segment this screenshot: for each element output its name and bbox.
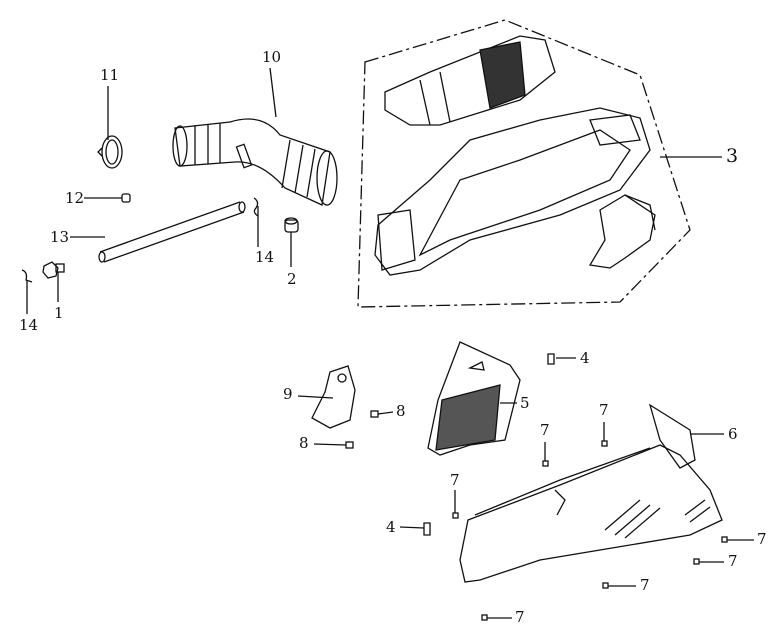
- callout-5: 5: [520, 394, 530, 412]
- part-14-clip: [21, 197, 259, 283]
- callout-2: 2: [287, 270, 297, 288]
- part-1-fitting: [42, 261, 65, 279]
- part-10-intake-hose: [172, 118, 338, 206]
- callout-7: 7: [450, 471, 460, 489]
- callout-6: 6: [728, 425, 738, 443]
- callout-7: 7: [757, 530, 767, 548]
- callout-14: 14: [19, 316, 39, 334]
- part-5-intake-grille: [427, 341, 521, 456]
- part-3-air-box: [374, 35, 656, 276]
- callout-7: 7: [540, 421, 550, 439]
- callout-4: 4: [580, 349, 590, 367]
- part-2-cap: [284, 217, 299, 233]
- part-9-bracket: [311, 365, 356, 429]
- callout-3: 3: [726, 145, 739, 167]
- callout-7: 7: [728, 552, 738, 570]
- part-4-screw: [423, 353, 555, 536]
- callout-7: 7: [640, 576, 650, 594]
- callout-11: 11: [100, 66, 120, 84]
- part-11-clamp: [97, 135, 123, 169]
- part-12-screw: [121, 193, 131, 203]
- callout-7: 7: [515, 608, 525, 626]
- callout-12: 12: [65, 189, 85, 207]
- callout-4: 4: [386, 518, 396, 536]
- assembly-3-boundary: [357, 19, 691, 308]
- callout-7: 7: [599, 401, 609, 419]
- callout-14: 14: [255, 248, 275, 266]
- callout-8: 8: [396, 402, 406, 420]
- leader-lines: [26, 67, 754, 619]
- callout-10: 10: [262, 48, 282, 66]
- part-7-screw: [452, 440, 728, 621]
- callout-9: 9: [283, 385, 293, 403]
- callout-8: 8: [299, 434, 309, 452]
- part-8-screw: [345, 410, 379, 449]
- part-13-tube: [98, 201, 246, 263]
- callout-13: 13: [50, 228, 70, 246]
- callout-1: 1: [54, 304, 64, 322]
- part-6-cover: [459, 403, 723, 583]
